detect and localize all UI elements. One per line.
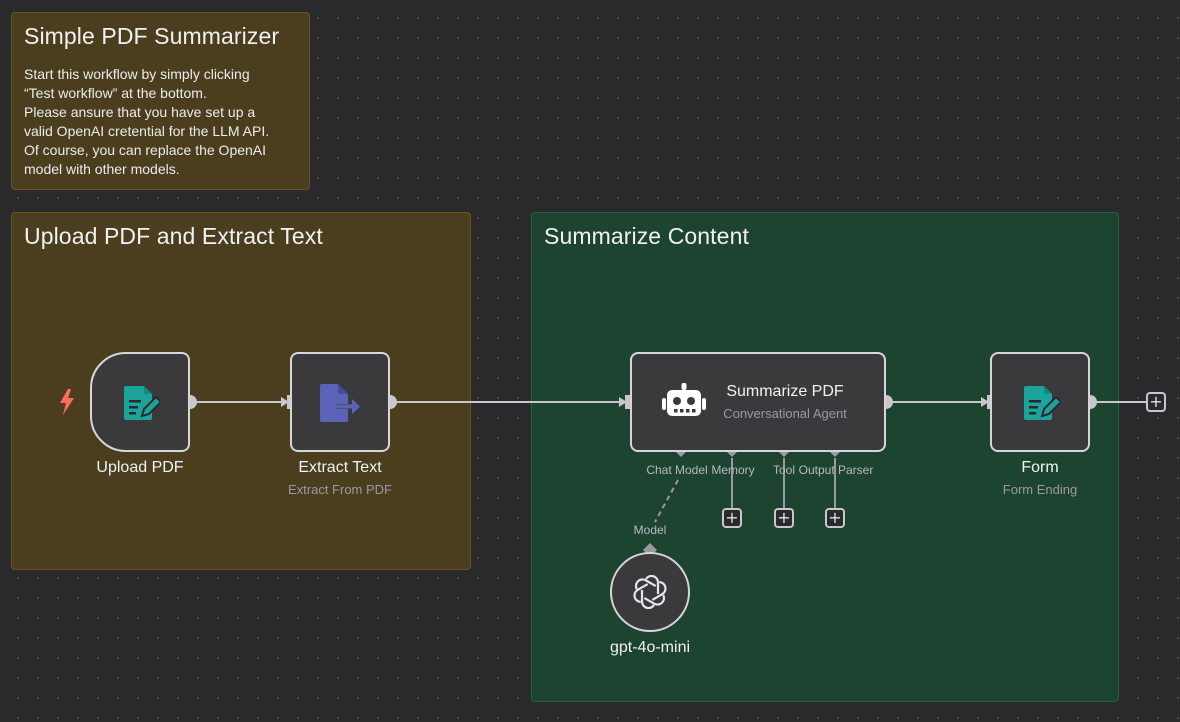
robot-icon	[662, 383, 706, 416]
form-icon	[124, 386, 160, 420]
node-gpt-4o-mini[interactable]	[610, 552, 690, 632]
node-form[interactable]	[990, 352, 1090, 452]
file-export-icon	[320, 384, 360, 422]
port-label-model: Model	[633, 523, 667, 537]
add-tool-button[interactable]: +	[774, 508, 794, 528]
extract-text-subtitle: Extract From PDF	[287, 482, 393, 497]
form-input-handle[interactable]	[987, 395, 992, 409]
port-label-tool: Tool	[772, 463, 796, 477]
summarize-pdf-subtitle: Conversational Agent	[723, 406, 847, 421]
sticky-note-intro[interactable]: Simple PDF Summarizer Start this workflo…	[11, 12, 310, 190]
extract-text-label: Extract Text	[298, 459, 382, 476]
connection-upload-extract[interactable]	[190, 397, 289, 407]
form-subtitle: Form Ending	[1002, 482, 1078, 497]
trigger-bolt-icon	[60, 389, 74, 415]
add-node-button[interactable]: +	[1146, 392, 1166, 412]
node-upload-pdf[interactable]	[90, 352, 190, 452]
node-extract-text[interactable]	[290, 352, 390, 452]
sticky-intro-title: Simple PDF Summarizer	[24, 23, 280, 49]
sticky-note-upload[interactable]: Upload PDF and Extract Text	[11, 212, 471, 570]
port-label-chat-model: Chat Model	[646, 463, 708, 477]
node-summarize-pdf[interactable]	[630, 352, 886, 452]
sticky-upload-title: Upload PDF and Extract Text	[24, 223, 323, 249]
form-icon	[1024, 386, 1060, 420]
extract-input-handle[interactable]	[287, 395, 292, 409]
port-label-output-parser: Output Parser	[798, 463, 874, 477]
connection-summarize-form[interactable]	[886, 397, 989, 407]
model-label: gpt-4o-mini	[609, 639, 691, 656]
connection-extract-summarize[interactable]	[390, 397, 627, 407]
sticky-summarize-title: Summarize Content	[544, 223, 749, 249]
summarize-pdf-label: Summarize PDF	[726, 383, 844, 400]
add-memory-button[interactable]: +	[722, 508, 742, 528]
model-connection-dashed[interactable]	[654, 479, 679, 523]
openai-icon	[633, 575, 667, 609]
sticky-intro-body: Start this workflow by simply clicking “…	[24, 66, 270, 177]
summarize-input-handle[interactable]	[625, 395, 630, 409]
add-output-parser-button[interactable]: +	[825, 508, 845, 528]
form-label: Form	[1021, 459, 1059, 476]
upload-pdf-label: Upload PDF	[96, 459, 184, 476]
port-label-memory: Memory	[711, 463, 755, 477]
